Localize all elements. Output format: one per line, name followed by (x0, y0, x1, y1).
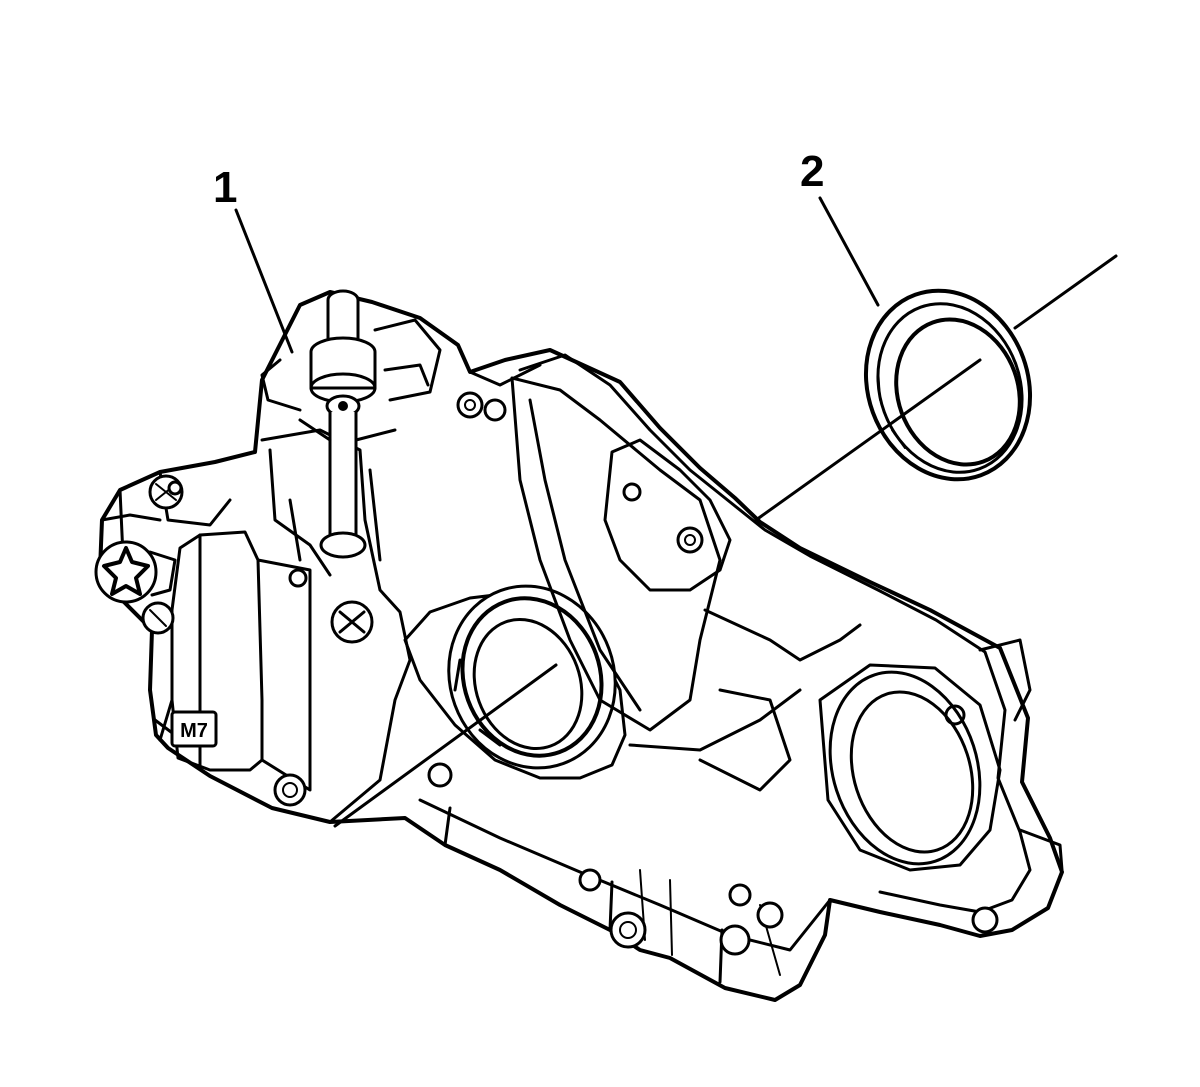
seal-centerline-upper (1013, 254, 1118, 330)
cover-rib-section (510, 376, 862, 792)
callout-2-leader (818, 196, 880, 307)
part-marking-text: M7 (180, 720, 208, 742)
housing-bolts (141, 391, 999, 956)
callout-1-leader (234, 208, 294, 354)
pressure-valve-assembly (260, 289, 442, 562)
callout-label-1: 1 (213, 163, 238, 212)
crankshaft-seal-bore (403, 584, 627, 780)
front-cover-housing (98, 290, 1064, 1002)
leader-lines (234, 196, 1118, 828)
crankshaft-front-seal (863, 288, 1033, 482)
seal-centerline-bore (333, 663, 558, 828)
torx-bolt (94, 540, 177, 604)
seal-centerline-lower (754, 358, 982, 522)
part-marking-tag: M7 (170, 710, 218, 748)
callout-label-2: 2 (800, 147, 825, 196)
right-shaft-bore (818, 638, 1064, 872)
